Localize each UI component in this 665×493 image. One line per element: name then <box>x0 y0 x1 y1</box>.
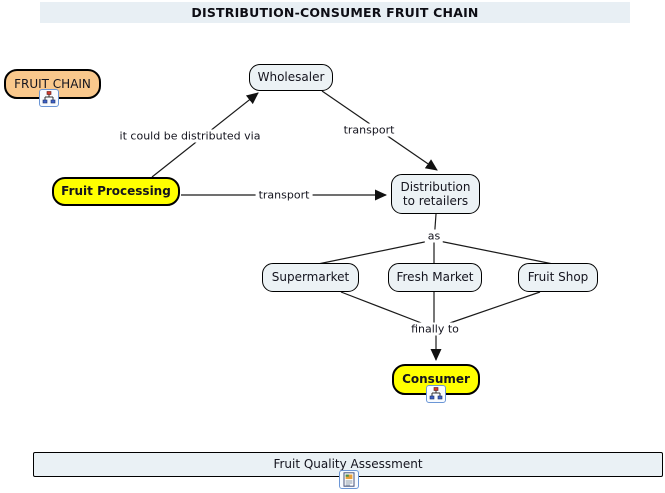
link-label-transport-lower[interactable]: transport <box>255 188 313 202</box>
node-supermarket[interactable]: Supermarket <box>262 263 359 292</box>
document-icon[interactable] <box>339 470 359 489</box>
map-title: DISTRIBUTION-CONSUMER FRUIT CHAIN <box>40 2 630 23</box>
concept-map-icon[interactable] <box>39 89 59 107</box>
edge-supermarket-to-finally <box>340 291 425 325</box>
node-fruit-processing[interactable]: Fruit Processing <box>52 177 180 206</box>
node-wholesaler[interactable]: Wholesaler <box>249 64 333 91</box>
link-label-finally-to[interactable]: finally to <box>408 322 462 336</box>
link-label-transport-upper[interactable]: transport <box>340 123 398 137</box>
edge-as-to-supermarket <box>317 239 435 265</box>
concept-map-icon[interactable] <box>426 385 446 403</box>
edge-as-to-fruitshop <box>433 239 554 265</box>
node-fruit-shop[interactable]: Fruit Shop <box>518 263 598 292</box>
edge-fruitshop-to-finally <box>446 291 541 325</box>
node-fresh-market[interactable]: Fresh Market <box>388 263 482 292</box>
link-label-as[interactable]: as <box>424 229 444 243</box>
node-distribution-to-retailers[interactable]: Distribution to retailers <box>391 174 480 214</box>
link-label-distributed-via[interactable]: it could be distributed via <box>116 129 264 143</box>
